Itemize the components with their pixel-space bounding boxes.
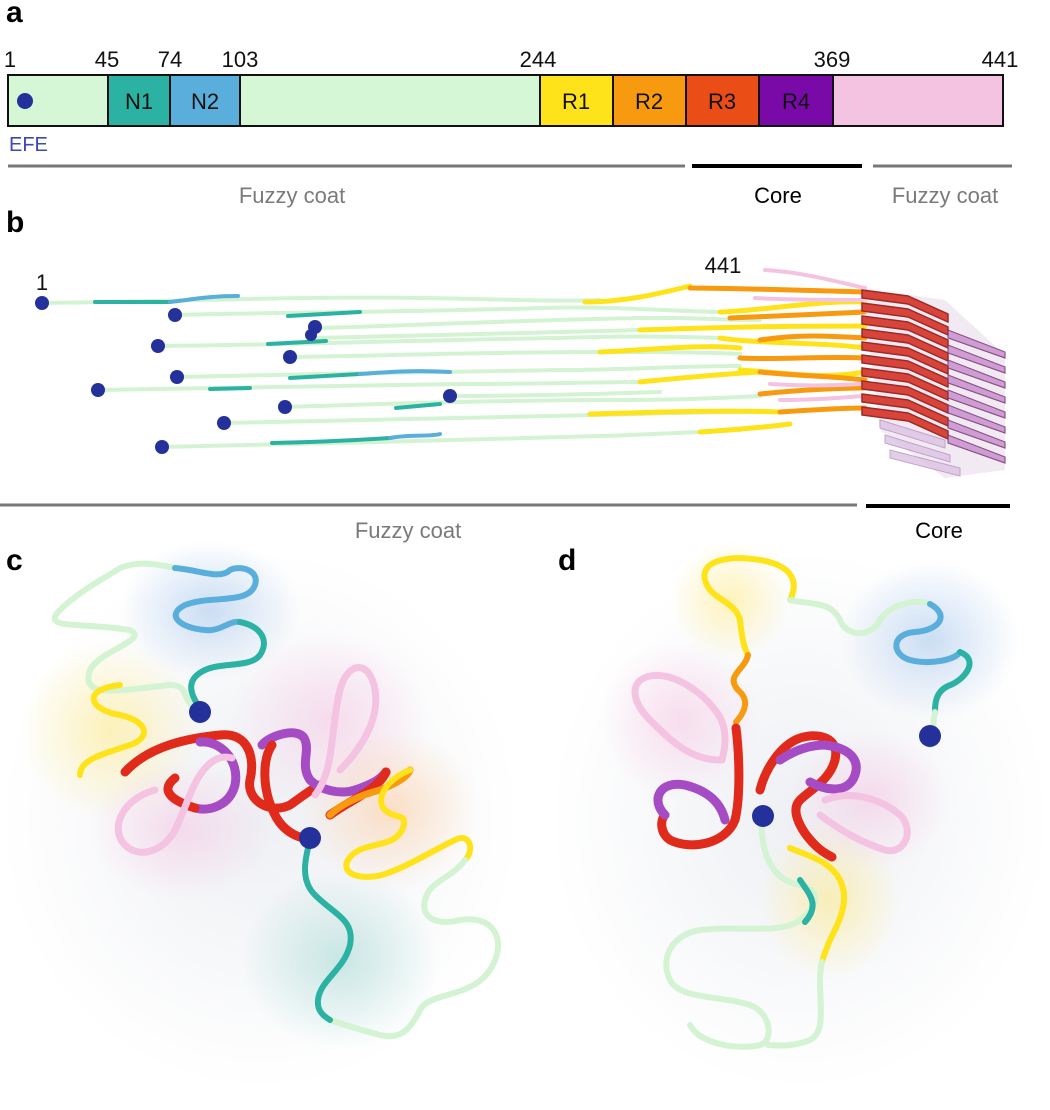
core-label: Core bbox=[754, 183, 802, 208]
domain-label-n2: N2 bbox=[191, 89, 219, 114]
protofilament-c-upper bbox=[51, 560, 325, 856]
domain-r4 bbox=[758, 74, 834, 127]
fibril-end-label: 441 bbox=[705, 253, 742, 278]
fuzzy-coat-label: Fuzzy coat bbox=[892, 183, 998, 208]
panel-letter-b: b bbox=[6, 206, 24, 239]
panel-letter-d: d bbox=[558, 544, 576, 577]
domain-n2 bbox=[169, 74, 241, 127]
fibril-strands bbox=[40, 268, 868, 449]
r2-r3-segments bbox=[687, 285, 868, 415]
panel-letter-a: a bbox=[6, 0, 23, 29]
efe-dot bbox=[278, 400, 292, 414]
efe-dot bbox=[217, 416, 231, 430]
c-terminal-segment bbox=[832, 74, 1004, 127]
efe-dots-fibril bbox=[35, 296, 457, 454]
position-label: 369 bbox=[814, 47, 851, 72]
c-terminal-strands bbox=[753, 268, 867, 402]
efe-dots-d bbox=[752, 725, 941, 827]
efe-dot bbox=[283, 350, 297, 364]
position-label: 103 bbox=[222, 47, 259, 72]
position-label: 74 bbox=[158, 47, 182, 72]
fuzzy-coat-label: Fuzzy coat bbox=[239, 183, 345, 208]
efe-dots-c bbox=[189, 701, 321, 849]
fuzzy-coat-label: Fuzzy coat bbox=[355, 518, 461, 543]
domain-label-r4: R4 bbox=[782, 89, 810, 114]
efe-dot bbox=[151, 339, 165, 353]
domain-r3 bbox=[685, 74, 760, 127]
domain-r2 bbox=[612, 74, 687, 127]
position-label: 441 bbox=[982, 47, 1019, 72]
efe-dot bbox=[443, 389, 457, 403]
efe-label: EFE bbox=[9, 134, 48, 156]
fibril-start-label: 1 bbox=[36, 270, 48, 295]
efe-dot bbox=[35, 296, 49, 310]
efe-dot bbox=[17, 93, 33, 109]
region-bars-b bbox=[0, 503, 1010, 508]
efe-dot bbox=[155, 440, 169, 454]
domain-bar: N1 N2 R1 R2 R3 R4 bbox=[7, 74, 1004, 127]
n2-segments bbox=[168, 294, 452, 440]
domain-label-r2: R2 bbox=[635, 89, 663, 114]
efe-dot bbox=[299, 827, 321, 849]
position-label: 244 bbox=[520, 47, 557, 72]
r1-segments bbox=[582, 283, 868, 435]
protofilament-d-core bbox=[631, 671, 911, 1050]
panel-letter-c: c bbox=[6, 544, 23, 577]
efe-dot bbox=[91, 383, 105, 397]
efe-dot bbox=[752, 805, 774, 827]
domain-label-n1: N1 bbox=[125, 89, 153, 114]
efe-dot bbox=[305, 329, 317, 341]
domain-label-r3: R3 bbox=[708, 89, 736, 114]
domain-label-r1: R1 bbox=[562, 89, 590, 114]
efe-dot bbox=[168, 308, 182, 322]
domain-n1 bbox=[107, 74, 171, 127]
n1-segments bbox=[93, 300, 442, 445]
position-label: 1 bbox=[4, 47, 16, 72]
efe-dot bbox=[919, 725, 941, 747]
efe-dot bbox=[189, 701, 211, 723]
fuzzy-segment-proline bbox=[239, 74, 541, 127]
core-label: Core bbox=[915, 518, 963, 543]
panel-c-glow bbox=[0, 540, 520, 1090]
position-label: 45 bbox=[95, 47, 119, 72]
efe-dot bbox=[170, 370, 184, 384]
fibril-core bbox=[861, 288, 1006, 478]
domain-positions: 1 45 74 103 244 369 441 bbox=[4, 47, 1018, 72]
